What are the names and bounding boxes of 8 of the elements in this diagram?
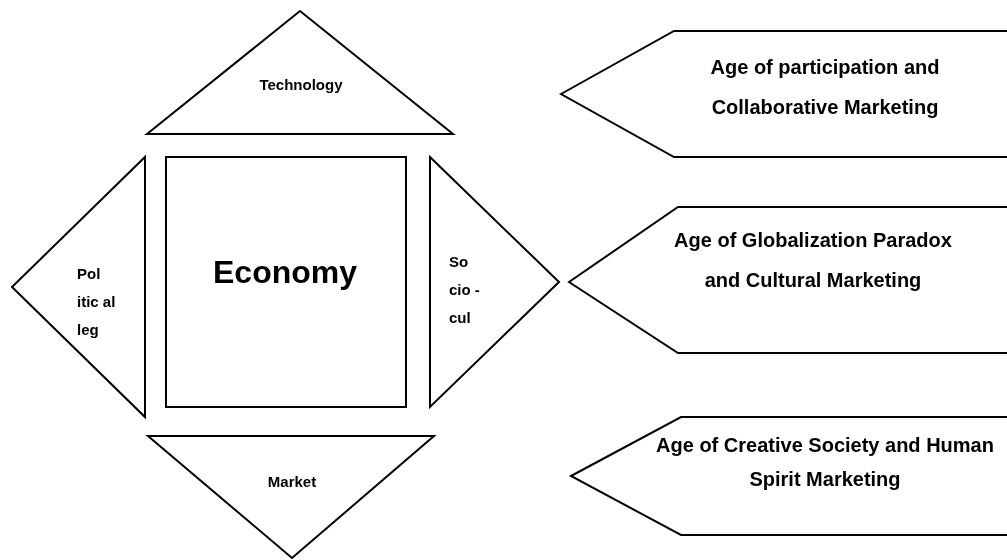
era-label: Age of Creative Society and Human Spirit Marketing [655, 433, 995, 492]
category-label: Market [266, 472, 318, 492]
era-label: Age of Globalization Paradox and Cultural Marketing [673, 228, 953, 293]
category-label: Pol itic al leg [77, 264, 117, 340]
category-label: Technology [258, 75, 344, 95]
era-label: Age of participation and Collaborative Marketing [709, 55, 941, 120]
central-label: Economy [212, 253, 358, 292]
category-label: So cio - cul [449, 252, 481, 328]
